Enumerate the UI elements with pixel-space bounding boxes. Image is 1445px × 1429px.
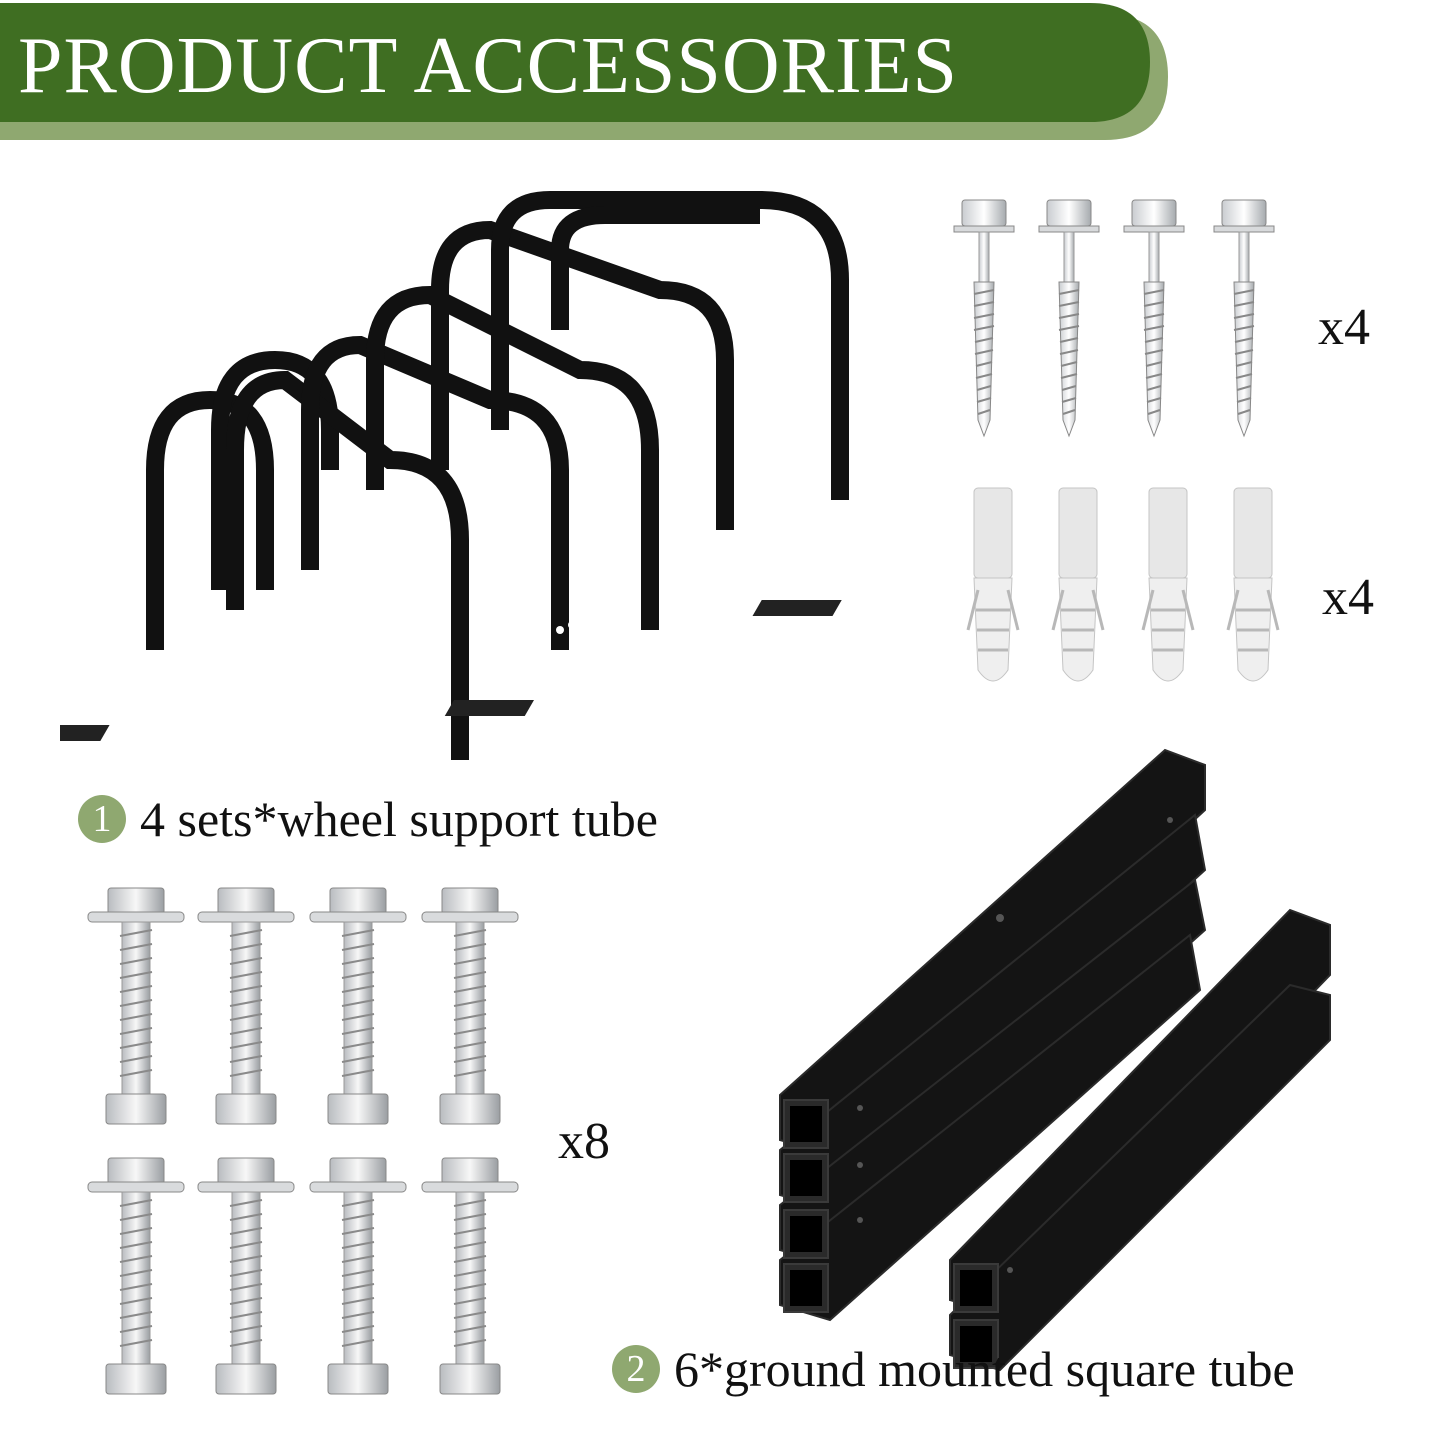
anchor-quantity: x4 — [1322, 569, 1374, 626]
item-label-text: 4 sets*wheel support tube — [140, 791, 658, 847]
lag-screw-icon — [953, 199, 1275, 438]
banner-shape — [0, 3, 1168, 140]
wheel-support-tube-icon — [60, 191, 849, 760]
bolt-quantity: x8 — [558, 1113, 610, 1170]
hex-bolt-icon — [87, 887, 519, 1395]
header-banner: PRODUCT ACCESSORIES — [0, 0, 1175, 140]
item-number-badge: 1 — [78, 795, 126, 843]
square-tube-icon — [779, 748, 1331, 1372]
lag-screw-quantity: x4 — [1318, 299, 1370, 356]
item-label-text: 6*ground mounted square tube — [674, 1341, 1295, 1397]
item-label-1: 1 4 sets*wheel support tube — [78, 790, 658, 848]
wall-anchor-icon — [966, 486, 1280, 683]
page-title: PRODUCT ACCESSORIES — [18, 22, 959, 110]
item-label-2: 2 6*ground mounted square tube — [612, 1340, 1295, 1398]
item-number-badge: 2 — [612, 1345, 660, 1393]
